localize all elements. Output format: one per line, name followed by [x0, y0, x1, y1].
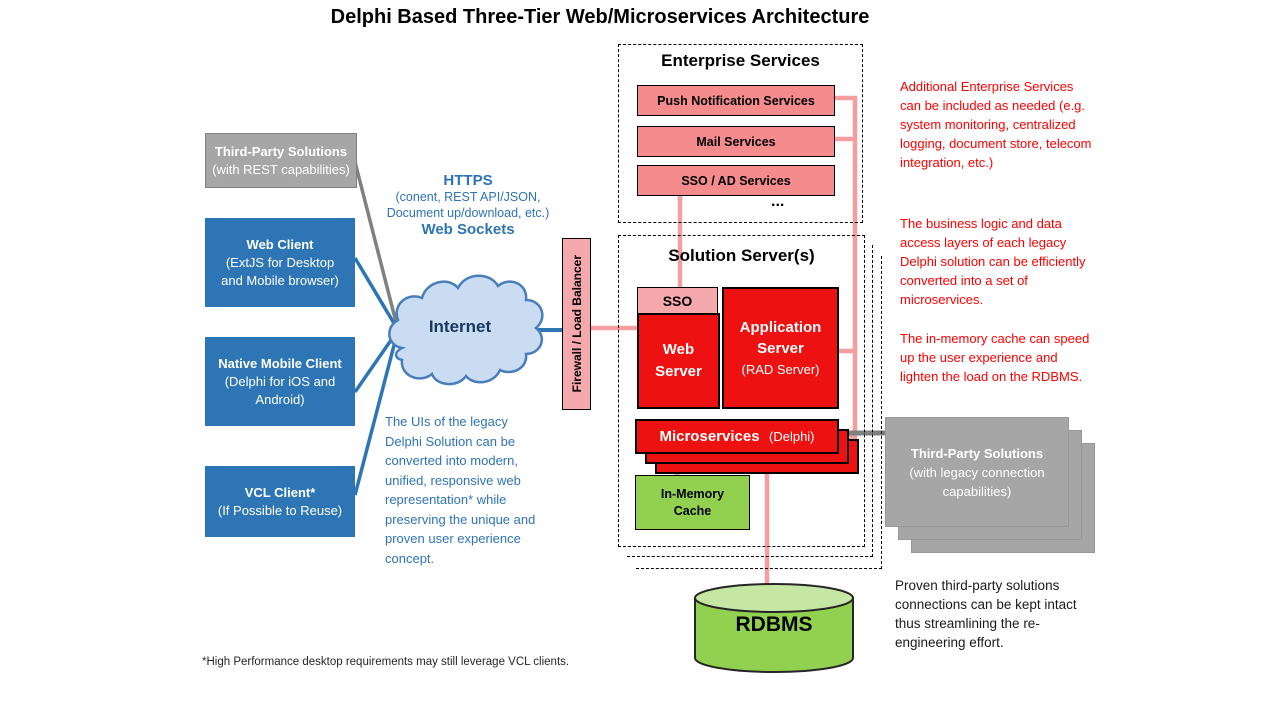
- connector-webclient-internet: [353, 257, 400, 331]
- rdbms-cylinder-icon: [694, 583, 854, 673]
- native-mobile-title: Native Mobile Client: [218, 355, 342, 371]
- enterprise-services-group: Enterprise Services Push Notification Se…: [618, 44, 863, 223]
- https-sub2: Document up/download, etc.): [386, 206, 550, 220]
- cloud-shape: [388, 274, 544, 386]
- third-party-legacy-sub2: capabilities): [942, 483, 1012, 499]
- ui-conversion-note: The UIs of the legacy Delphi Solution ca…: [385, 414, 536, 566]
- web-client-box: Web Client (ExtJS for Desktop and Mobile…: [205, 218, 355, 307]
- application-server-box: Application Server (RAD Server): [722, 287, 839, 409]
- web-client-sub1: (ExtJS for Desktop: [225, 254, 335, 270]
- vcl-client-sub: (If Possible to Reuse): [217, 502, 343, 518]
- cache-line1: In-Memory: [660, 486, 725, 501]
- solution-server-layer2: [627, 245, 873, 557]
- internet-cloud-icon: [388, 274, 544, 386]
- mail-services-box: Mail Services: [637, 126, 835, 157]
- enterprise-note: Additional Enterprise Services can be in…: [900, 79, 1092, 170]
- cache-line2: Cache: [673, 503, 712, 518]
- third-party-note: Proven third-party solutions connections…: [895, 578, 1077, 650]
- vcl-footnote: *High Performance desktop requirements m…: [202, 656, 570, 668]
- internet-label: Internet: [428, 317, 492, 336]
- connector-thirdparty-internet: [353, 161, 400, 331]
- rdbms-label: RDBMS: [735, 613, 813, 636]
- push-notification-services-box: Push Notification Services: [637, 85, 835, 116]
- solution-server-group: Solution Server(s): [618, 235, 865, 547]
- vcl-client-title: VCL Client*: [244, 484, 316, 500]
- cylinder-top: [694, 583, 854, 613]
- vcl-client-box: VCL Client* (If Possible to Reuse): [205, 466, 355, 537]
- cache-note: The in-memory cache can speed up the use…: [900, 331, 1090, 384]
- third-party-legacy-box: Third-Party Solutions (with legacy conne…: [885, 417, 1069, 527]
- native-mobile-sub1: (Delphi for iOS and: [224, 373, 336, 389]
- microservices-note: The business logic and data access layer…: [900, 216, 1086, 307]
- native-mobile-client-box: Native Mobile Client (Delphi for iOS and…: [205, 337, 355, 426]
- sso-ad-services-box: SSO / AD Services: [637, 165, 835, 196]
- in-memory-cache-box: In-Memory Cache: [635, 475, 750, 530]
- web-server-box: Web Server: [637, 313, 720, 409]
- https-sub1: (conent, REST API/JSON,: [395, 190, 541, 204]
- third-party-rest-sub: (with REST capabilities): [212, 161, 350, 177]
- web-server-line2: Server: [655, 363, 702, 380]
- app-server-line2: Server: [757, 339, 804, 357]
- web-client-sub2: and Mobile browser): [221, 272, 339, 288]
- https-label: HTTPS: [443, 172, 493, 189]
- more-services-ellipsis: ...: [771, 193, 785, 210]
- third-party-rest-title: Third-Party Solutions: [214, 143, 348, 159]
- web-server-line1: Web: [662, 341, 695, 358]
- cylinder-body: [694, 597, 854, 673]
- solution-server-title: Solution Server(s): [668, 246, 815, 265]
- sso-box: SSO: [637, 287, 718, 315]
- third-party-legacy-sub1: (with legacy connection: [909, 464, 1045, 480]
- microservices-label: Microservices: [659, 428, 760, 445]
- app-server-sub: (RAD Server): [741, 361, 820, 377]
- connector-vcl-internet: [353, 329, 400, 496]
- app-server-line1: Application: [739, 318, 822, 336]
- websockets-label: Web Sockets: [421, 221, 515, 238]
- solution-server-layer3: [636, 256, 882, 569]
- firewall-load-balancer-box: Firewall / Load Balancer: [562, 238, 591, 410]
- microservices-sublabel: (Delphi): [769, 429, 815, 444]
- web-client-title: Web Client: [246, 236, 314, 252]
- third-party-rest-box: Third-Party Solutions (with REST capabil…: [205, 133, 357, 188]
- page-title: Delphi Based Three-Tier Web/Microservice…: [330, 6, 870, 28]
- enterprise-services-title: Enterprise Services: [661, 51, 820, 70]
- microservices-box: Microservices (Delphi): [635, 419, 839, 454]
- third-party-legacy-title: Third-Party Solutions: [910, 445, 1044, 461]
- protocol-labels: HTTPS (conent, REST API/JSON, Document u…: [368, 172, 568, 238]
- native-mobile-sub2: Android): [255, 391, 305, 407]
- firewall-label: Firewall / Load Balancer: [569, 255, 584, 393]
